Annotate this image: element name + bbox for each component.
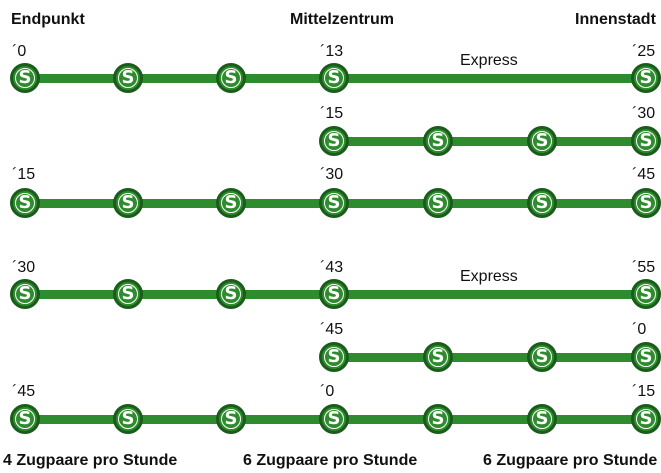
s-bahn-station-icon: S: [423, 404, 453, 434]
stop-symbol: S: [535, 130, 549, 151]
stop-symbol: S: [431, 408, 445, 429]
s-bahn-station-icon: S: [423, 126, 453, 156]
header-mittelzentrum: Mittelzentrum: [290, 11, 394, 28]
arrival-time-innenstadt: ´15: [632, 383, 656, 400]
express-label: Express: [460, 52, 518, 69]
stop-symbol: S: [327, 346, 341, 367]
s-bahn-station-icon: S: [319, 126, 349, 156]
stop-symbol: S: [121, 408, 135, 429]
stop-symbol: S: [121, 283, 135, 304]
stop-symbol: S: [18, 67, 32, 88]
departure-time-endpunkt: ´30: [12, 259, 36, 276]
stop-symbol: S: [327, 192, 341, 213]
arrival-time-innenstadt: ´0: [632, 321, 647, 338]
stop-symbol: S: [639, 283, 653, 304]
departure-time-endpunkt: ´0: [12, 43, 27, 60]
s-bahn-station-icon: S: [319, 63, 349, 93]
stop-symbol: S: [639, 130, 653, 151]
stop-symbol: S: [639, 408, 653, 429]
s-bahn-station-icon: S: [113, 188, 143, 218]
stop-symbol: S: [639, 192, 653, 213]
stop-symbol: S: [18, 192, 32, 213]
stop-symbol: S: [639, 67, 653, 88]
frequency-label-mittelzentrum: 6 Zugpaare pro Stunde: [243, 452, 418, 469]
stop-symbol: S: [431, 192, 445, 213]
stop-symbol: S: [327, 283, 341, 304]
s-bahn-station-icon: S: [319, 279, 349, 309]
s-bahn-station-icon: S: [319, 404, 349, 434]
s-bahn-station-icon: S: [10, 404, 40, 434]
express-label: Express: [460, 268, 518, 285]
departure-time-endpunkt: ´15: [12, 166, 36, 183]
stop-symbol: S: [224, 283, 238, 304]
stop-symbol: S: [535, 192, 549, 213]
departure-time-mittelzentrum: ´13: [320, 43, 344, 60]
s-bahn-station-icon: S: [631, 188, 661, 218]
arrival-time-innenstadt: ´25: [632, 43, 656, 60]
s-bahn-station-icon: S: [113, 279, 143, 309]
stop-symbol: S: [18, 408, 32, 429]
s-bahn-station-icon: S: [527, 188, 557, 218]
s-bahn-station-icon: S: [319, 342, 349, 372]
stop-symbol: S: [327, 408, 341, 429]
s-bahn-station-icon: S: [113, 404, 143, 434]
rail-line: [334, 137, 645, 146]
stop-symbol: S: [224, 408, 238, 429]
stop-symbol: S: [431, 346, 445, 367]
departure-time-endpunkt: ´45: [12, 383, 36, 400]
stop-symbol: S: [535, 408, 549, 429]
arrival-time-innenstadt: ´45: [632, 166, 656, 183]
frequency-label-innenstadt: 6 Zugpaare pro Stunde: [483, 452, 658, 469]
s-bahn-station-icon: S: [527, 404, 557, 434]
stop-symbol: S: [224, 67, 238, 88]
stop-symbol: S: [327, 130, 341, 151]
s-bahn-station-icon: S: [631, 342, 661, 372]
s-bahn-station-icon: S: [10, 63, 40, 93]
arrival-time-innenstadt: ´30: [632, 105, 656, 122]
stop-symbol: S: [327, 67, 341, 88]
departure-time-mittelzentrum: ´45: [320, 321, 344, 338]
s-bahn-station-icon: S: [631, 126, 661, 156]
s-bahn-station-icon: S: [423, 342, 453, 372]
frequency-label-endpunkt: 4 Zugpaare pro Stunde: [3, 452, 178, 469]
departure-time-mittelzentrum: ´30: [320, 166, 344, 183]
departure-time-mittelzentrum: ´0: [320, 383, 335, 400]
arrival-time-innenstadt: ´55: [632, 259, 656, 276]
s-bahn-station-icon: S: [319, 188, 349, 218]
s-bahn-station-icon: S: [216, 404, 246, 434]
stop-symbol: S: [18, 283, 32, 304]
s-bahn-station-icon: S: [527, 342, 557, 372]
header-innenstadt: Innenstadt: [575, 11, 656, 28]
departure-time-mittelzentrum: ´43: [320, 259, 344, 276]
stop-symbol: S: [535, 346, 549, 367]
s-bahn-station-icon: S: [216, 63, 246, 93]
s-bahn-station-icon: S: [631, 404, 661, 434]
s-bahn-station-icon: S: [216, 188, 246, 218]
header-endpunkt: Endpunkt: [11, 11, 85, 28]
s-bahn-station-icon: S: [113, 63, 143, 93]
s-bahn-station-icon: S: [423, 188, 453, 218]
s-bahn-station-icon: S: [10, 188, 40, 218]
s-bahn-station-icon: S: [631, 279, 661, 309]
stop-symbol: S: [639, 346, 653, 367]
stop-symbol: S: [224, 192, 238, 213]
departure-time-mittelzentrum: ´15: [320, 105, 344, 122]
s-bahn-station-icon: S: [527, 126, 557, 156]
stop-symbol: S: [121, 67, 135, 88]
stop-symbol: S: [121, 192, 135, 213]
s-bahn-station-icon: S: [216, 279, 246, 309]
stop-symbol: S: [431, 130, 445, 151]
s-bahn-station-icon: S: [10, 279, 40, 309]
s-bahn-station-icon: S: [631, 63, 661, 93]
rail-line: [334, 353, 645, 362]
